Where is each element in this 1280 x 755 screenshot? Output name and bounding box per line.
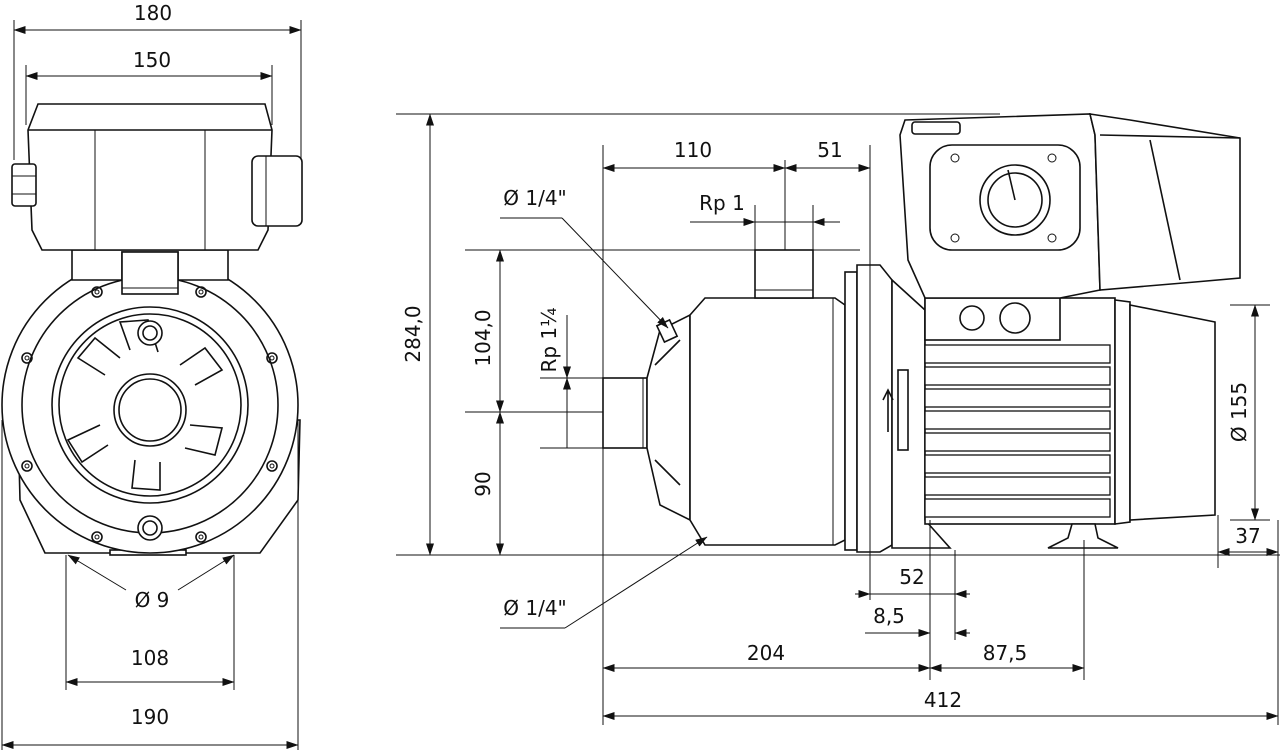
side-flange-bracket bbox=[856, 264, 893, 553]
front-terminal-box bbox=[27, 103, 273, 251]
side-outlet-stub bbox=[754, 249, 814, 299]
dim-width-motor: 150 bbox=[133, 48, 171, 72]
front-outlet-stub bbox=[121, 251, 179, 295]
front-pump-cover-ring bbox=[58, 313, 242, 497]
front-vent-plug-bottom bbox=[137, 515, 163, 541]
side-control-dial bbox=[979, 164, 1051, 236]
side-motor-top-block bbox=[924, 297, 1061, 341]
side-fan-cover bbox=[1129, 304, 1216, 521]
dim-leader-hole-left bbox=[67, 554, 127, 591]
dim-leader-vent-top-angled bbox=[561, 217, 669, 329]
dim-leader-hole-right bbox=[177, 554, 235, 591]
dim-inlet-thread: Rp 1¼ bbox=[537, 307, 561, 372]
dim-vent-top: Ø 1/4" bbox=[503, 186, 567, 210]
side-flange bbox=[844, 271, 858, 551]
front-view bbox=[1, 20, 303, 750]
dim-length-overall: 412 bbox=[924, 688, 962, 712]
dim-motor-dia: Ø 155 bbox=[1227, 382, 1251, 442]
side-dimensions: 284,0 104,0 90 Rp 1¼ 110 51 Rp 1 Ø 1/4" … bbox=[401, 113, 1279, 725]
side-rotation-arrow-icon bbox=[882, 388, 894, 432]
dim-motor-end: 37 bbox=[1235, 524, 1260, 548]
dim-inlet-to-foot: 204 bbox=[747, 641, 785, 665]
dim-height-outlet: 104,0 bbox=[471, 309, 495, 366]
side-control-panel bbox=[929, 144, 1081, 251]
front-impeller-vanes bbox=[66, 319, 224, 491]
front-dimensions: 180 150 Ø 9 108 190 bbox=[1, 1, 302, 749]
front-inlet-inner bbox=[118, 378, 182, 442]
side-inlet-pipe bbox=[602, 377, 648, 449]
side-motor-foot bbox=[1047, 523, 1119, 549]
dim-outlet-offset: 110 bbox=[674, 138, 712, 162]
dim-width-overall: 180 bbox=[134, 1, 172, 25]
side-pump-body bbox=[689, 297, 846, 546]
dim-vent-bottom: Ø 1/4" bbox=[503, 596, 567, 620]
front-cable-gland-right bbox=[251, 155, 303, 227]
front-vent-plug-top bbox=[137, 320, 163, 346]
dim-leader-vent-bottom-angled bbox=[564, 536, 708, 629]
side-lantern bbox=[891, 278, 952, 549]
dim-hole-dia: Ø 9 bbox=[135, 588, 170, 612]
side-motor-screw-2 bbox=[999, 302, 1031, 334]
dim-foot-spacing: 108 bbox=[131, 646, 169, 670]
front-pump-cover bbox=[51, 306, 249, 504]
side-terminal-cover bbox=[1088, 113, 1241, 291]
side-motor-screw-1 bbox=[959, 305, 985, 331]
side-view bbox=[396, 113, 1280, 556]
side-terminal-latch bbox=[911, 121, 961, 135]
dim-height-inlet: 90 bbox=[471, 471, 495, 496]
front-inlet-outer bbox=[113, 373, 187, 447]
dim-foot-to-foot: 87,5 bbox=[983, 641, 1028, 665]
front-cable-gland-left bbox=[11, 163, 37, 207]
side-pump-head bbox=[646, 313, 691, 522]
dim-outlet-thread: Rp 1 bbox=[699, 191, 745, 215]
dim-foot-offset: 52 bbox=[899, 565, 924, 589]
dim-base-width: 190 bbox=[131, 705, 169, 729]
dim-height-overall: 284,0 bbox=[401, 305, 425, 362]
dim-outlet-to-flange: 51 bbox=[817, 138, 842, 162]
front-flange-bolts bbox=[21, 286, 278, 543]
dim-foot-thickness: 8,5 bbox=[873, 604, 905, 628]
side-motor-end-cap bbox=[1114, 299, 1131, 525]
side-motor-fins bbox=[924, 344, 1111, 518]
